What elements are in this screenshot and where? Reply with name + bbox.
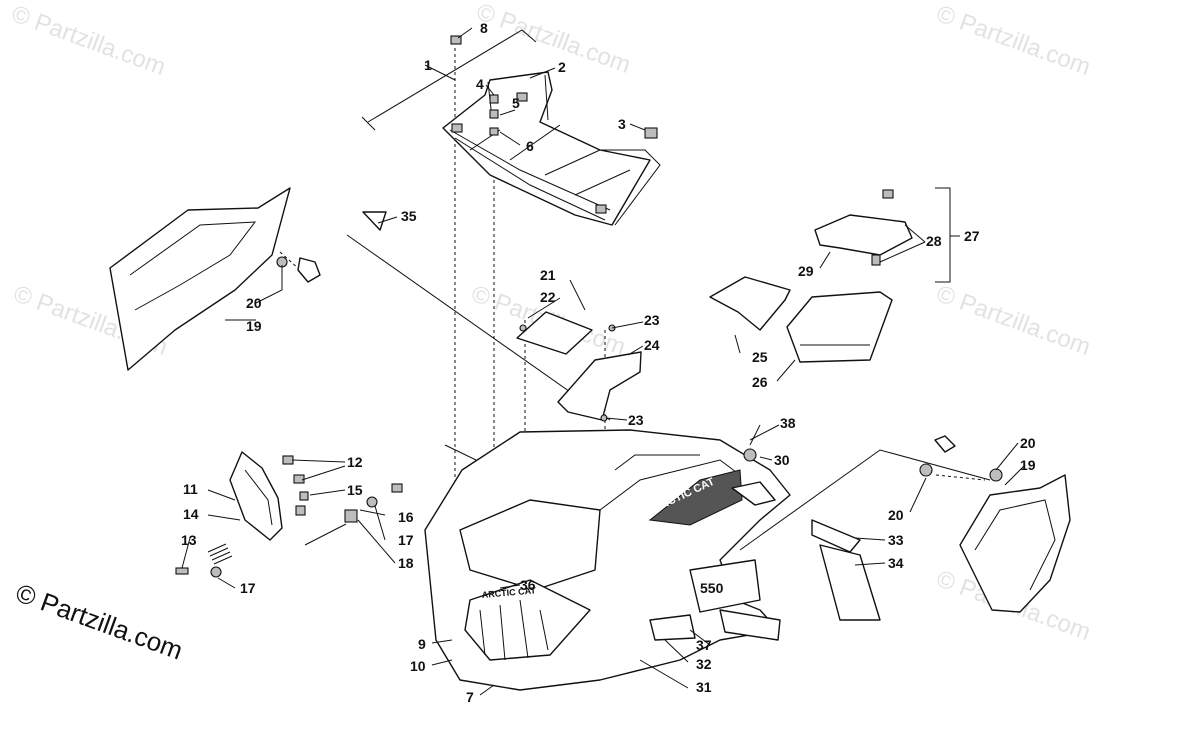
callout: 25 bbox=[752, 349, 768, 365]
callout: 3 bbox=[618, 116, 626, 132]
callout: 19 bbox=[1020, 457, 1036, 473]
callout: 37 bbox=[696, 637, 712, 653]
bolt-icon bbox=[489, 94, 499, 104]
callout: 2 bbox=[558, 59, 566, 75]
callout: 11 bbox=[183, 481, 198, 497]
callout: 29 bbox=[798, 263, 814, 279]
headlight-assembly bbox=[175, 451, 403, 578]
callout: 5 bbox=[512, 95, 520, 111]
callout: 21 bbox=[540, 267, 556, 283]
callout: 20 bbox=[1020, 435, 1036, 451]
callout: 20 bbox=[246, 295, 262, 311]
callout: 6 bbox=[526, 138, 534, 154]
watermark: © Partzilla.com bbox=[933, 280, 1094, 361]
callout: 30 bbox=[774, 452, 790, 468]
callout: 12 bbox=[347, 454, 363, 470]
callout: 17 bbox=[240, 580, 256, 596]
callout: 20 bbox=[888, 507, 904, 523]
callout: 38 bbox=[780, 415, 796, 431]
callout: 9 bbox=[418, 636, 426, 652]
storage-box bbox=[709, 189, 913, 363]
callout: 24 bbox=[644, 337, 660, 353]
screw-icon bbox=[743, 448, 757, 462]
decal-34 bbox=[819, 544, 881, 621]
callout: 27 bbox=[964, 228, 980, 244]
nut-icon bbox=[489, 127, 499, 136]
callout: 4 bbox=[476, 76, 484, 92]
callout: 1 bbox=[424, 57, 432, 73]
callout: 26 bbox=[752, 374, 768, 390]
rack bbox=[442, 71, 661, 226]
callout: 23 bbox=[644, 312, 660, 328]
watermark: © Partzilla.com bbox=[8, 0, 169, 81]
plug-icon bbox=[644, 127, 658, 139]
callouts: 1 2 3 4 5 6 7 8 9 10 11 12 13 14 15 16 1… bbox=[181, 20, 1036, 705]
callout: 16 bbox=[398, 509, 414, 525]
washer-icon bbox=[489, 109, 499, 119]
grille-brand: ARCTIC CAT bbox=[481, 585, 536, 600]
callout: 28 bbox=[926, 233, 942, 249]
leader-lines bbox=[181, 27, 1026, 696]
callout: 34 bbox=[888, 555, 904, 571]
callout: 22 bbox=[540, 289, 556, 305]
callout: 23 bbox=[628, 412, 644, 428]
callout: 32 bbox=[696, 656, 712, 672]
callout: 33 bbox=[888, 532, 904, 548]
callout: 15 bbox=[347, 482, 363, 498]
decal-33 bbox=[811, 519, 861, 553]
front-fender: ARCTIC CAT ARCTIC CAT 550 bbox=[424, 429, 791, 691]
callout: 17 bbox=[398, 532, 414, 548]
left-side-panel bbox=[109, 187, 321, 371]
callout: 8 bbox=[480, 20, 488, 36]
callout: 14 bbox=[183, 506, 199, 522]
brand-watermark: © Partzilla.com bbox=[12, 577, 187, 665]
callout: 7 bbox=[466, 689, 474, 705]
callout: 10 bbox=[410, 658, 426, 674]
bracket-38 bbox=[731, 481, 776, 506]
center-panels bbox=[516, 311, 642, 422]
rack-hardware bbox=[450, 35, 658, 139]
callout: 31 bbox=[696, 679, 712, 695]
watermark: © Partzilla.com bbox=[933, 0, 1094, 81]
callout: 13 bbox=[181, 532, 197, 548]
decal-35 bbox=[362, 211, 387, 231]
right-side-panel bbox=[919, 435, 1071, 613]
callout: 18 bbox=[398, 555, 414, 571]
watermark: © Partzilla.com bbox=[473, 0, 634, 79]
callout: 19 bbox=[246, 318, 262, 334]
bolt-icon bbox=[450, 35, 462, 45]
callout: 36 bbox=[520, 577, 536, 593]
callout: 35 bbox=[401, 208, 417, 224]
side-badge: 550 bbox=[700, 580, 724, 596]
